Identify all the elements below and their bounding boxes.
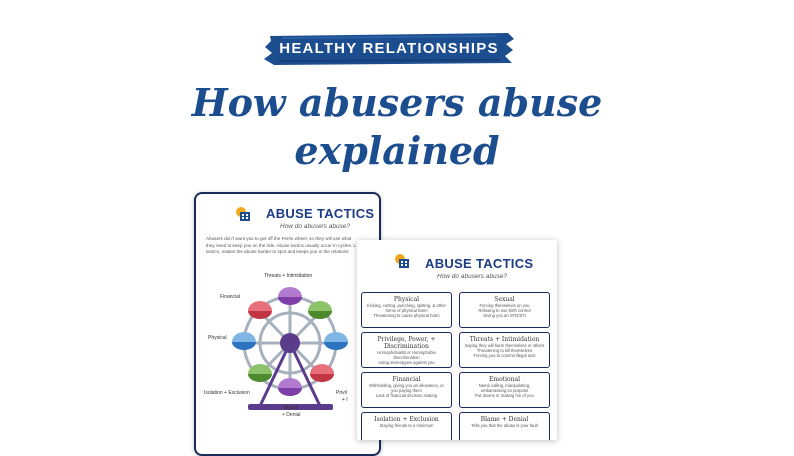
wheel-label-physical: Physical (208, 335, 227, 341)
sheet-title: ABUSE TACTICS (425, 256, 534, 271)
organization-logo-icon (236, 207, 250, 221)
tactic-title: Emotional (489, 376, 520, 383)
tactic-title: Sexual (494, 296, 515, 303)
tactic-box-threats: Threats + Intimidation Saying they will … (459, 332, 550, 368)
sheet-intro-text: Abusers don't want you to get off the Fe… (206, 236, 378, 256)
tactic-line: Discrimination (393, 355, 420, 361)
abuse-tactics-wheel-sheet: ABUSE TACTICS How do abusers abuse? Abus… (194, 192, 381, 456)
tactic-line: Name calling, manipulating, (478, 383, 531, 388)
tactic-box-isolation: Isolation + Exclusion Staying friends to… (361, 412, 452, 440)
tactic-line: Forcing you to commit illegal acts (473, 353, 536, 359)
wheel-label-blame: Blame (284, 405, 299, 411)
tactic-line: Staying friends to a minimum (379, 423, 434, 428)
wheel-label-privilege-fragment: Privil (336, 390, 347, 396)
tactic-title: Threats + Intimidation (469, 336, 540, 343)
banner-label: HEALTHY RELATIONSHIPS (279, 40, 499, 57)
organization-logo-icon (395, 254, 409, 268)
sheet-subtitle: How do abusers abuse? (437, 273, 508, 280)
tactic-line: Homophobia/Bi or Homophobia (377, 350, 436, 355)
sheet-subtitle: How do abusers abuse? (280, 223, 351, 230)
tactic-box-blame: Blame + Denial Tells you that the abuse … (459, 412, 550, 440)
intro-line: they need to keep you on the ride. Abuse… (206, 242, 356, 248)
tactic-title: Financial (392, 376, 421, 383)
wheel-label-privilege-fragment-2: + I (342, 397, 348, 403)
tactic-line: Lack of financial decision making (375, 393, 438, 399)
tactic-line: Refusing to use birth control (478, 308, 531, 314)
tactic-title: Isolation + Exclusion (374, 416, 439, 423)
wheel-label-denial: + Denial (282, 412, 301, 418)
tactic-box-financial: Financial Withholding, giving you an all… (361, 372, 452, 408)
page-title-line-2: explained (294, 128, 500, 173)
tactic-box-emotional: Emotional Name calling, manipulating, em… (459, 372, 550, 408)
header-banner: HEALTHY RELATIONSHIPS (262, 30, 516, 68)
intro-line: Abusers don't want you to get off the Fe… (206, 236, 352, 241)
tactic-title: Privilege, Power, + Discrimination (377, 336, 436, 350)
wheel-label-financial: Financial (220, 294, 241, 300)
tactic-line: Threatening to cause physical harm (373, 313, 440, 319)
tactic-line: Giving you an STD/STI (483, 313, 526, 319)
sheet-title: ABUSE TACTICS (266, 206, 375, 221)
tactic-line: embarrassing on purpose (480, 388, 529, 394)
tactic-line: Tells you that the abuse is your fault (471, 423, 538, 428)
tactic-line: Threatening to kill themselves (476, 348, 533, 354)
wheel-label-isolation: Isolation + Exclusion (204, 390, 250, 396)
tactic-box-sexual: Sexual Forcing themselves on you Refusin… (459, 292, 550, 328)
tactic-line: Using stereotypes against you (378, 360, 435, 366)
page-title-line-1: How abusers abuse (191, 80, 603, 125)
tactic-line: Put downs or making fun of you (475, 393, 534, 399)
tactic-box-physical: Physical Kicking, cutting, punching, spi… (361, 292, 452, 328)
brush-stroke-shape (264, 33, 514, 65)
wheel-label-threats: Threats + Intimidation (264, 273, 313, 279)
intro-line: tactics, makes the abuse harder to spot … (206, 249, 349, 255)
tactic-line: you paying them (391, 388, 422, 394)
ferris-wheel-diagram (232, 287, 348, 410)
wheel-cabins (232, 287, 348, 396)
tactic-title: Physical (393, 296, 420, 303)
tactic-title: Blame + Denial (480, 416, 529, 423)
tactic-box-privilege: Privilege, Power, + Discrimination Homop… (361, 332, 452, 368)
tactic-line: forms of physical harm (385, 308, 428, 314)
tactic-line: Withholding, giving you an allowance, or (369, 383, 444, 388)
tactic-line: Forcing themselves on you (479, 303, 530, 308)
tactic-line: Kicking, cutting, punching, spitting, & … (367, 303, 446, 308)
abuse-tactics-boxes-sheet: ABUSE TACTICS How do abusers abuse? Phys… (357, 240, 557, 440)
tactic-line: Saying they will harm themselves or othe… (464, 343, 545, 348)
